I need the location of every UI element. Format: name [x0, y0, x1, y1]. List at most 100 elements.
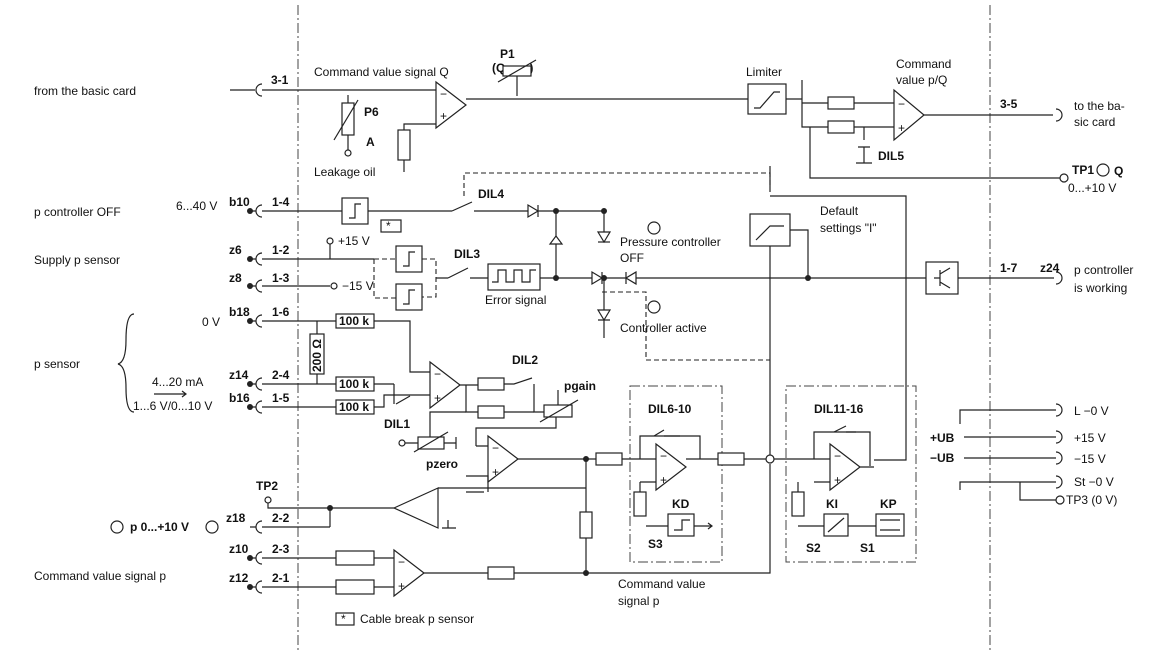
pin-1-5: 1-5	[272, 391, 290, 405]
label-s3: S3	[648, 537, 663, 551]
wire-tp2	[267, 503, 394, 509]
pin-1-3: 1-3	[272, 271, 290, 285]
label-command: Command	[896, 57, 951, 71]
kd-block	[667, 513, 695, 537]
kp-block	[875, 513, 905, 537]
group-dil11-16	[785, 385, 917, 563]
resistor-ki	[791, 491, 805, 517]
wire-q-ground	[403, 123, 436, 172]
pot-p6-arrow	[333, 99, 359, 141]
resistor-kd	[633, 491, 647, 517]
resistor-sum-in	[717, 452, 745, 466]
label-tp1: TP1	[1072, 163, 1094, 177]
connector-3-1	[255, 83, 263, 97]
pin-1-6: 1-6	[272, 305, 290, 319]
lamp-icon-active	[647, 300, 661, 314]
opamp-command-p	[393, 548, 425, 598]
pin-b18: b18	[229, 305, 250, 319]
pin-3-5: 3-5	[1000, 97, 1018, 111]
svg-text:−: −	[660, 449, 667, 463]
wire-buffer	[438, 487, 586, 529]
wire-tp1	[809, 127, 1060, 179]
opamp-kikp	[829, 442, 861, 492]
legend-star-box	[335, 612, 355, 626]
label-from-basic-card: from the basic card	[34, 84, 136, 98]
resistor-pq-1	[827, 96, 855, 110]
label-leakage-oil: Leakage oil	[314, 165, 375, 179]
label-tp1-range: 0...+10 V	[1068, 181, 1116, 195]
resistor-feedback	[579, 511, 593, 539]
meter-icon-p	[110, 520, 124, 534]
label-p6: P6	[364, 105, 379, 119]
diode-working	[624, 270, 637, 286]
connector-st0v	[1055, 475, 1063, 489]
label-p-range: p 0...+10 V	[130, 520, 189, 534]
pin-z12: z12	[229, 571, 249, 585]
wire-r3	[374, 394, 430, 408]
wire-pq-lower	[810, 102, 894, 128]
pin-2-2: 2-2	[272, 511, 290, 525]
svg-text:−: −	[834, 449, 841, 463]
label-plus15: +15 V	[338, 234, 370, 248]
wire-st0v	[959, 481, 1056, 490]
wire-z18	[250, 520, 330, 534]
arrow-current	[154, 390, 187, 398]
label-dil1: DIL1	[384, 417, 410, 431]
cable-break-box	[380, 219, 402, 233]
schmitt-symbol	[349, 203, 361, 219]
label-dil2: DIL2	[512, 353, 538, 367]
limiter-symbol	[754, 91, 780, 109]
label-minus15v: −15 V	[1074, 452, 1106, 466]
led-active-bar	[598, 319, 610, 338]
terminal-tp3	[1055, 495, 1065, 505]
dashed-dil4	[463, 172, 771, 196]
label-default-1: Default	[820, 204, 859, 218]
wire-default	[790, 229, 809, 280]
label-6-40v: 6...40 V	[176, 199, 217, 213]
wire-z10	[250, 551, 336, 565]
resistor-cmd-1	[335, 550, 375, 566]
diode-vertical	[548, 235, 564, 245]
kp-symbol	[880, 519, 900, 531]
terminal-tp1	[1059, 173, 1069, 183]
label-controller-active: Controller active	[620, 321, 707, 335]
label-dil6-10: DIL6-10	[648, 402, 692, 416]
svg-text:−: −	[398, 555, 405, 569]
label-dil5: DIL5	[878, 149, 904, 163]
svg-text:+: +	[660, 473, 667, 487]
svg-text:−: −	[492, 441, 499, 455]
diode-error	[591, 270, 604, 286]
wire-p-off	[250, 204, 342, 218]
label-to-basic-card-1: to the ba-	[1074, 99, 1125, 113]
label-kp: KP	[880, 497, 897, 511]
meter-icon-z18	[205, 520, 219, 534]
wire-working	[625, 272, 926, 284]
svg-text:+: +	[898, 121, 905, 135]
label-value-pq: value p/Q	[896, 73, 947, 87]
switch-dil5	[856, 127, 872, 164]
label-to-basic-card-2: sic card	[1074, 115, 1115, 129]
pin-z6: z6	[229, 243, 242, 257]
label-r100k-1: 100 k	[339, 314, 369, 328]
meter-icon	[1096, 163, 1110, 177]
wire-pzero	[405, 437, 457, 449]
switch-dil1	[393, 384, 411, 405]
label-p-working-2: is working	[1074, 281, 1127, 295]
summing-junction	[765, 454, 775, 464]
pin-z24: z24	[1040, 261, 1060, 275]
switch-dil4	[368, 201, 528, 212]
kd-symbol	[674, 519, 690, 531]
pin-z18: z18	[226, 511, 246, 525]
svg-text:+: +	[440, 109, 447, 123]
resistor-q-ground	[397, 129, 411, 161]
label-error-signal: Error signal	[485, 293, 546, 307]
label-q: Q	[1114, 164, 1123, 178]
opamp-pgain	[487, 434, 519, 484]
pin-1-4: 1-4	[272, 195, 290, 209]
wire-default-feedback	[769, 166, 907, 461]
wire-off-led	[537, 205, 604, 217]
label-s1: S1	[860, 541, 875, 555]
label-tp3: TP3 (0 V)	[1066, 493, 1117, 507]
